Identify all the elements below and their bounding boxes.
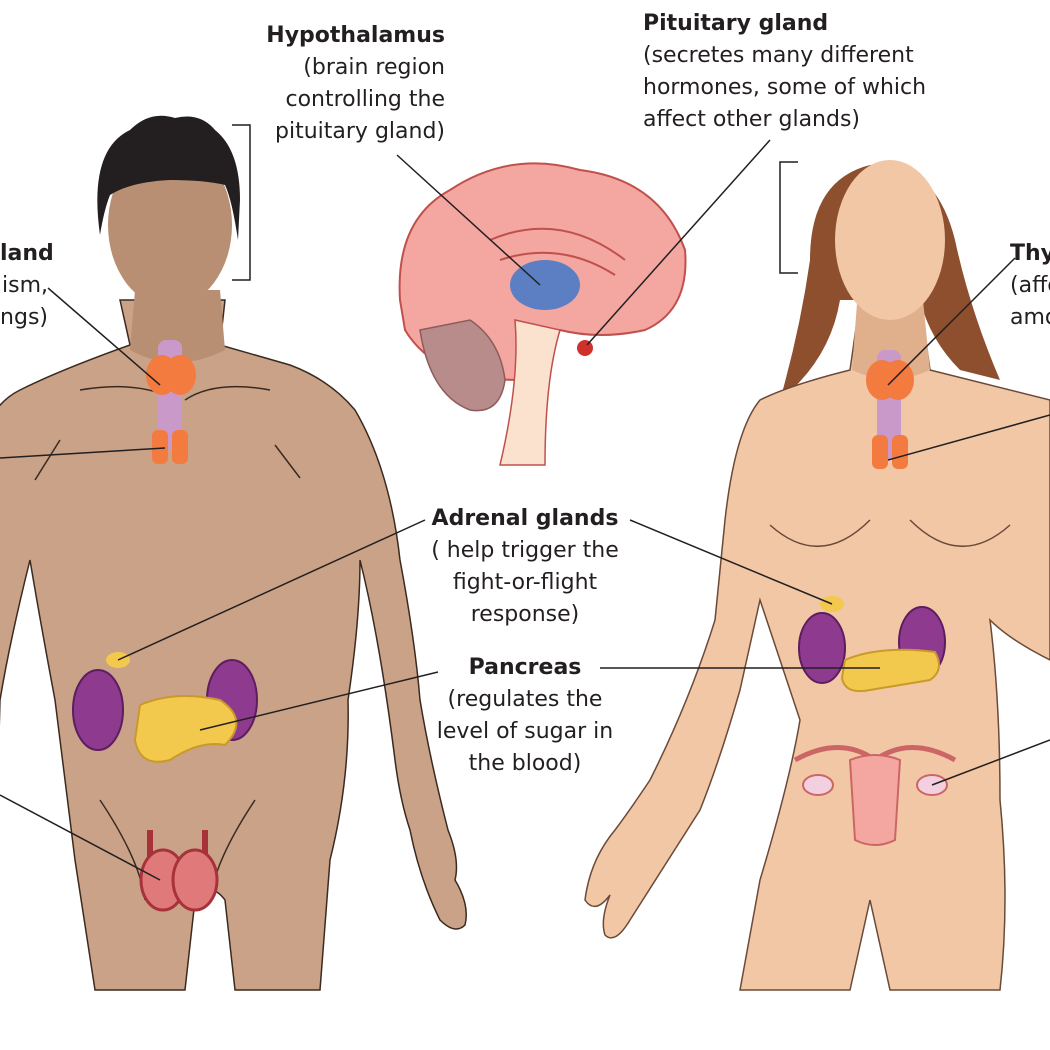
label-hypothalamus-title: Hypothalamus	[230, 20, 445, 52]
label-adrenal-line-2: fight-or-flight	[410, 567, 640, 599]
label-adrenal: Adrenal glands ( help trigger the fight-…	[410, 503, 640, 631]
label-adrenal-line-3: response)	[410, 599, 640, 631]
pituitary-dot	[577, 340, 593, 356]
label-right-thyroid-title: Thy	[1010, 238, 1050, 270]
female-head	[835, 160, 945, 320]
label-pituitary-title: Pituitary gland	[643, 8, 963, 40]
label-pituitary-line-3: affect other glands)	[643, 104, 963, 136]
label-hypothalamus-line-3: pituitary gland)	[230, 116, 445, 148]
label-left-gland: land ism, ngs)	[0, 238, 48, 334]
label-right-thyroid-line-2: amo	[1010, 302, 1050, 334]
label-left-gland-line-2: ngs)	[0, 302, 48, 334]
label-right-thyroid-line-1: (affe	[1010, 270, 1050, 302]
label-pancreas-line-3: the blood)	[420, 748, 630, 780]
label-pituitary-line-2: hormones, some of which	[643, 72, 963, 104]
male-figure	[0, 116, 466, 1050]
label-pancreas-line-1: (regulates the	[420, 684, 630, 716]
label-hypothalamus-line-1: (brain region	[230, 52, 445, 84]
label-left-gland-line-1: ism,	[0, 270, 48, 302]
label-left-gland-title: land	[0, 238, 48, 270]
label-adrenal-line-1: ( help trigger the	[410, 535, 640, 567]
label-hypothalamus-line-2: controlling the	[230, 84, 445, 116]
label-adrenal-title: Adrenal glands	[410, 503, 640, 535]
label-hypothalamus: Hypothalamus (brain region controlling t…	[230, 20, 445, 148]
label-pituitary-line-1: (secretes many different	[643, 40, 963, 72]
label-pancreas: Pancreas (regulates the level of sugar i…	[420, 652, 630, 780]
bracket-right	[780, 162, 798, 273]
brain	[400, 163, 686, 465]
label-pancreas-line-2: level of sugar in	[420, 716, 630, 748]
label-pituitary: Pituitary gland (secretes many different…	[643, 8, 963, 136]
label-pancreas-title: Pancreas	[420, 652, 630, 684]
label-right-thyroid: Thy (affe amo	[1010, 238, 1050, 334]
